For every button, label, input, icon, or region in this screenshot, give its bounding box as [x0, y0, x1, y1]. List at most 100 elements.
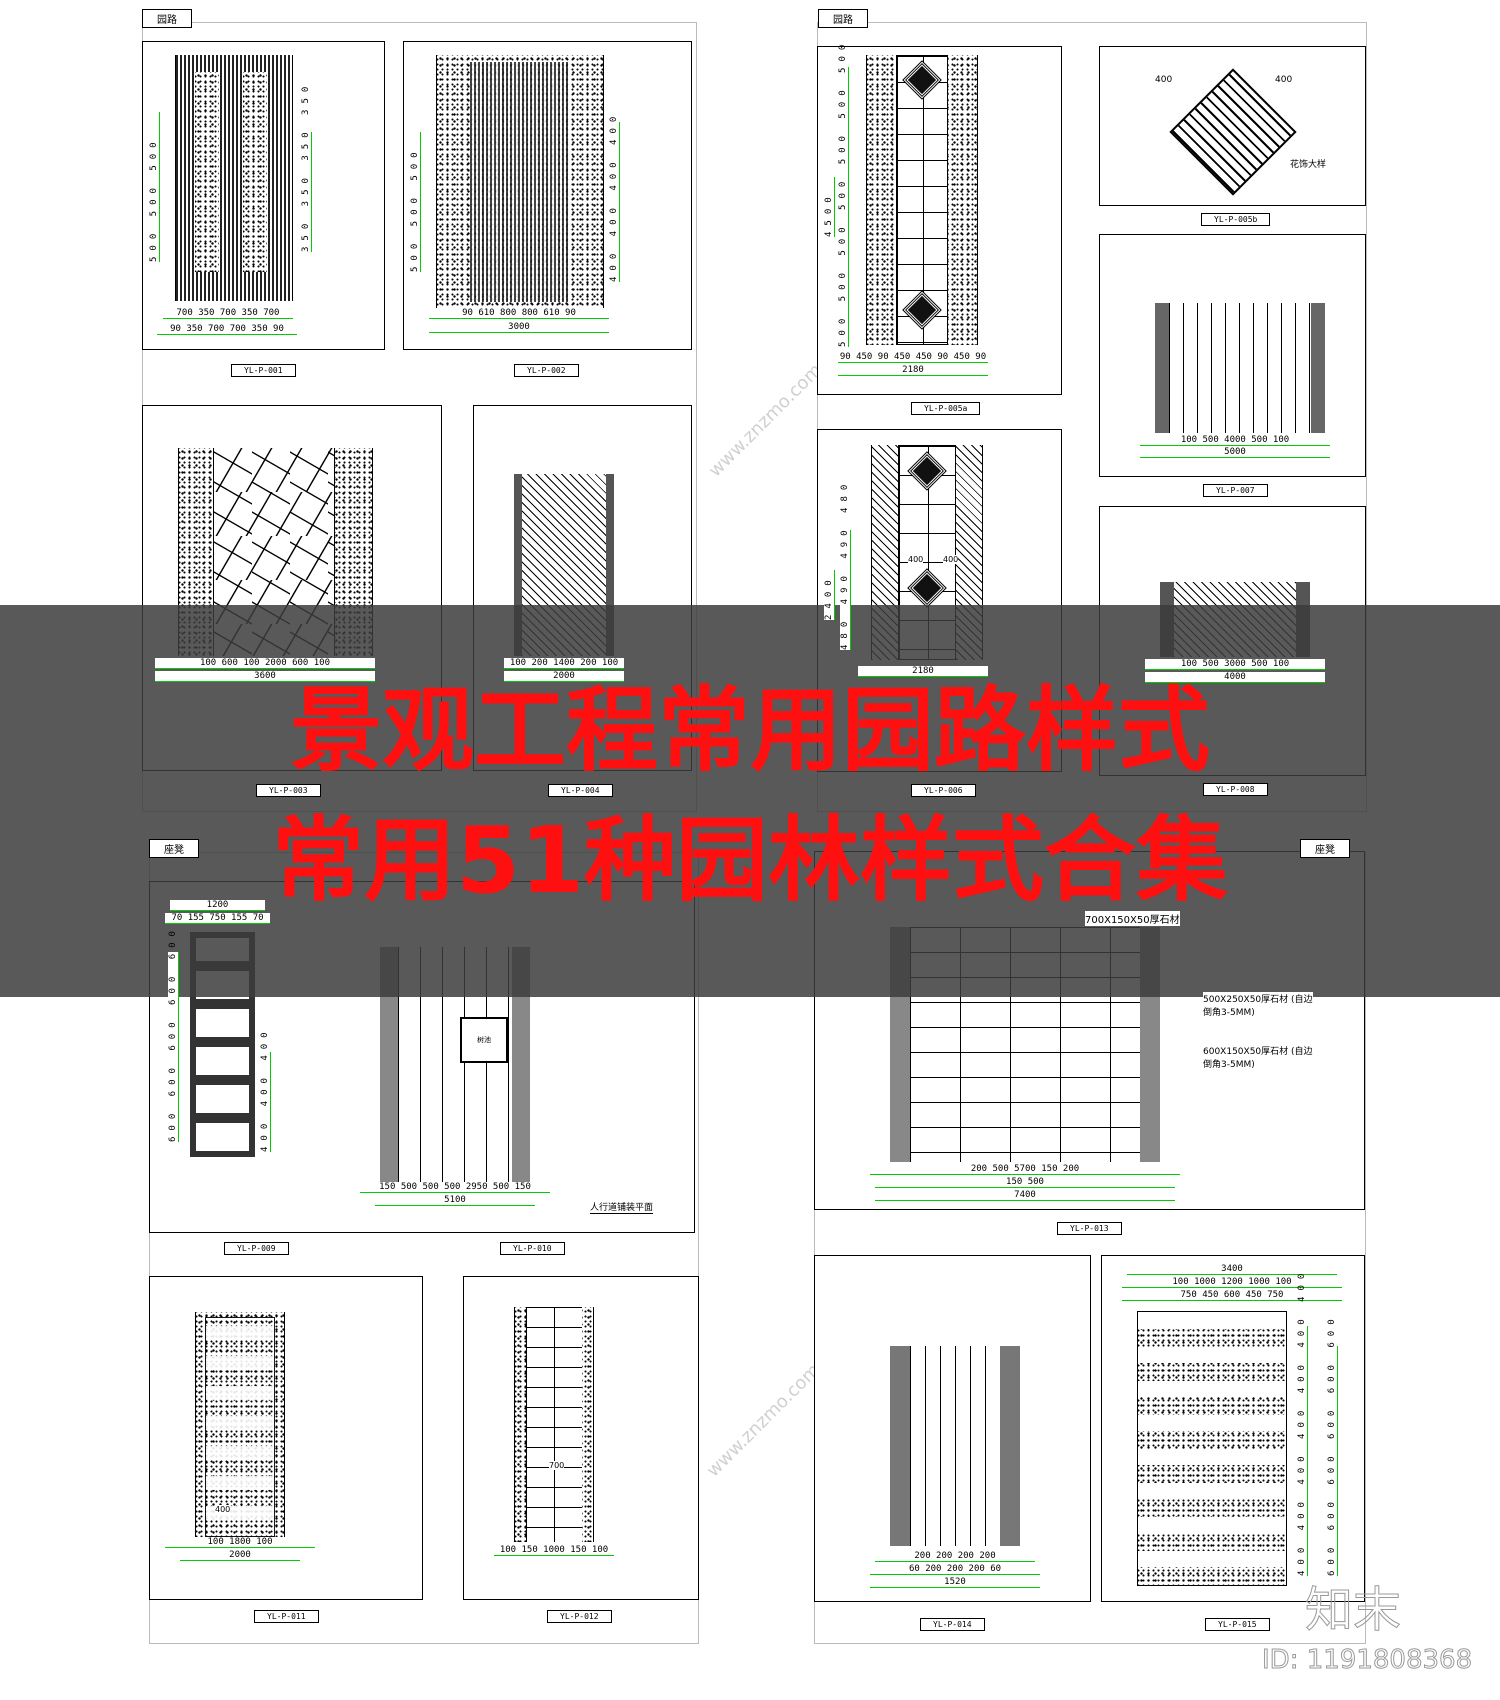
drawing-code: YL-P-007: [1203, 484, 1268, 497]
drawing-panel-p002: 500 500 500 400 400 400 400 90 610 800 8…: [403, 41, 692, 350]
plan-title: 人行道铺装平面: [590, 1200, 654, 1214]
dimension-bottom: 7400: [875, 1190, 1175, 1201]
drawing-panel-p012: 700 100 150 1000 150 100: [463, 1276, 699, 1600]
vertical-dimension: 600 600 600 600 600: [168, 925, 179, 1142]
drawing-panel-p015: 3400 100 1000 1200 1000 100 750 450 600 …: [1101, 1255, 1365, 1602]
tree-pit: 树池: [460, 1017, 508, 1063]
dimension-sub: 150 500: [875, 1177, 1175, 1188]
dimension-top: 3400: [1127, 1264, 1337, 1275]
dimension-top: 100 600 100 2000 600 100: [155, 658, 375, 669]
material-note: 500X250X50厚石材 (自边倒角3-5MM): [1203, 992, 1313, 1018]
vertical-dimension: 400 400 400 400: [609, 110, 620, 282]
dimension-bottom: 2000: [504, 671, 624, 682]
drawing-code: YL-P-010: [500, 1242, 565, 1255]
banner-title-line1: 景观工程常用园路样式: [289, 677, 1210, 784]
dimension-top: 200 200 200 200: [875, 1551, 1035, 1562]
dimension-top: 100 150 1000 150 100: [494, 1545, 614, 1556]
paving-path: [1155, 303, 1325, 433]
dimension-sub: 70 155 750 155 70: [165, 913, 270, 924]
dimension-sub: 750 450 600 450 750: [1122, 1290, 1342, 1301]
vertical-dimension: 500 500 500 500 500 500 500: [838, 38, 849, 347]
paving-path: [175, 55, 293, 301]
drawing-code: YL-P-013: [1057, 1222, 1122, 1235]
vertical-total: 4500: [824, 177, 835, 237]
dimension-bottom: 2180: [838, 365, 988, 376]
drawing-panel-p005b: 400 400 花饰大样: [1099, 46, 1366, 206]
vertical-dimension: 400 400 400: [260, 1026, 271, 1152]
dimension-sub: 100 1000 1200 1000 100: [1122, 1277, 1342, 1288]
tile-grid: [896, 55, 948, 345]
dimension-label: 400: [1275, 75, 1293, 85]
dimension-top: 100 500 3000 500 100: [1145, 659, 1325, 670]
dimension-top: 100 500 4000 500 100: [1140, 435, 1330, 446]
vertical-dimension: 350 350 350 350: [301, 80, 312, 252]
dimension-sub: 60 200 200 200 60: [870, 1564, 1040, 1575]
dimension-bottom: 90 350 700 700 350 90: [157, 324, 297, 335]
detail-label: 花饰大样: [1290, 157, 1327, 170]
dimension-bottom: 5100: [375, 1195, 535, 1206]
vertical-total: 2400: [824, 570, 835, 620]
drawing-code: YL-P-006: [911, 784, 976, 797]
group-tag: 座凳: [1300, 839, 1350, 858]
drawing-code: YL-P-009: [224, 1242, 289, 1255]
drawing-panel-p014: 200 200 200 200 60 200 200 200 60 1520: [814, 1255, 1091, 1602]
vertical-dimension: 480 490 490 480: [840, 478, 851, 650]
drawing-panel-p007: 100 500 4000 500 100 5000: [1099, 234, 1366, 477]
group-tag: 园路: [142, 9, 192, 28]
dimension-top: 90 610 800 800 610 90: [429, 308, 609, 319]
stone-strips: [470, 62, 570, 302]
vertical-dimension: 500 500 500: [149, 112, 160, 262]
paving-path: [890, 1346, 1020, 1546]
drawing-code: YL-P-014: [920, 1618, 985, 1631]
dimension-bottom: 3600: [155, 671, 375, 682]
drawing-code: YL-P-004: [548, 784, 613, 797]
watermark-id: ID: 1191808368: [1261, 1645, 1473, 1676]
gravel-strip: [243, 72, 267, 272]
dimension-label: 400: [1155, 75, 1173, 85]
material-note: 600X150X50厚石材 (自边倒角3-5MM): [1203, 1044, 1313, 1070]
dimension-label: 400: [215, 1505, 231, 1514]
drawing-code: YL-P-002: [514, 364, 579, 377]
watermark-text: www.znzmo.com: [702, 1359, 825, 1482]
group-tag: 座凳: [149, 839, 199, 858]
dimension-bottom: 2180: [858, 666, 988, 677]
drawing-code: YL-P-011: [254, 1610, 319, 1623]
drawing-panel-p001: 500 500 500 350 350 350 350 700 350 700 …: [142, 41, 385, 350]
ornament-detail: [1169, 68, 1297, 196]
dimension-bottom: 1520: [870, 1577, 1040, 1588]
group-tag: 园路: [818, 9, 868, 28]
material-note: 700X150X50厚石材: [1085, 911, 1180, 926]
dimension-label: 400: [908, 555, 924, 564]
drawing-code: YL-P-003: [256, 784, 321, 797]
banner-title-line2: 常用51种园林样式合集: [271, 807, 1229, 914]
dimension-bottom: 4000: [1145, 672, 1325, 683]
dimension-top: 90 450 90 450 450 90 450 90: [838, 352, 988, 363]
dimension-top: 200 500 5700 150 200: [870, 1164, 1180, 1175]
dimension-top: 150 500 500 500 2950 500 150: [360, 1182, 550, 1193]
drawing-code: YL-P-015: [1205, 1618, 1270, 1631]
vertical-dimension: 400 400 400 400 400 400 400: [1297, 1267, 1308, 1576]
drawing-panel-p005a: 500 500 500 500 500 500 500 4500 90 450 …: [817, 38, 1062, 395]
dimension-top: 1200: [170, 900, 265, 911]
vertical-dimension: 600 600 600 600 600 600: [1327, 1313, 1338, 1576]
drawing-code: YL-P-008: [1203, 783, 1268, 796]
drawing-code: YL-P-012: [547, 1610, 612, 1623]
dimension-top: 100 1800 100: [165, 1537, 315, 1548]
drawing-code: YL-P-005a: [911, 402, 981, 415]
title-banner: 景观工程常用园路样式 常用51种园林样式合集: [0, 605, 1500, 997]
dimension-top: 100 200 1400 200 100: [504, 658, 624, 669]
stone-slabs: [1137, 1311, 1287, 1586]
dimension-label: 400: [943, 555, 959, 564]
drawing-code: YL-P-005b: [1201, 213, 1271, 226]
dimension-label: 700: [549, 1461, 565, 1470]
dimension-bottom: 2000: [180, 1550, 300, 1561]
watermark-text: www.znzmo.com: [704, 359, 827, 482]
stone-slabs: [205, 1317, 275, 1537]
dimension-top: 700 350 700 350 700: [163, 308, 293, 319]
drawing-panel-p011: 400 100 1800 100 2000: [149, 1276, 423, 1600]
watermark-logo: 知末: [1304, 1582, 1402, 1639]
dimension-bottom: 5000: [1140, 447, 1330, 458]
drawing-code: YL-P-001: [231, 364, 296, 377]
gravel-strip: [195, 72, 219, 272]
vertical-dimension: 500 500 500: [410, 132, 421, 272]
